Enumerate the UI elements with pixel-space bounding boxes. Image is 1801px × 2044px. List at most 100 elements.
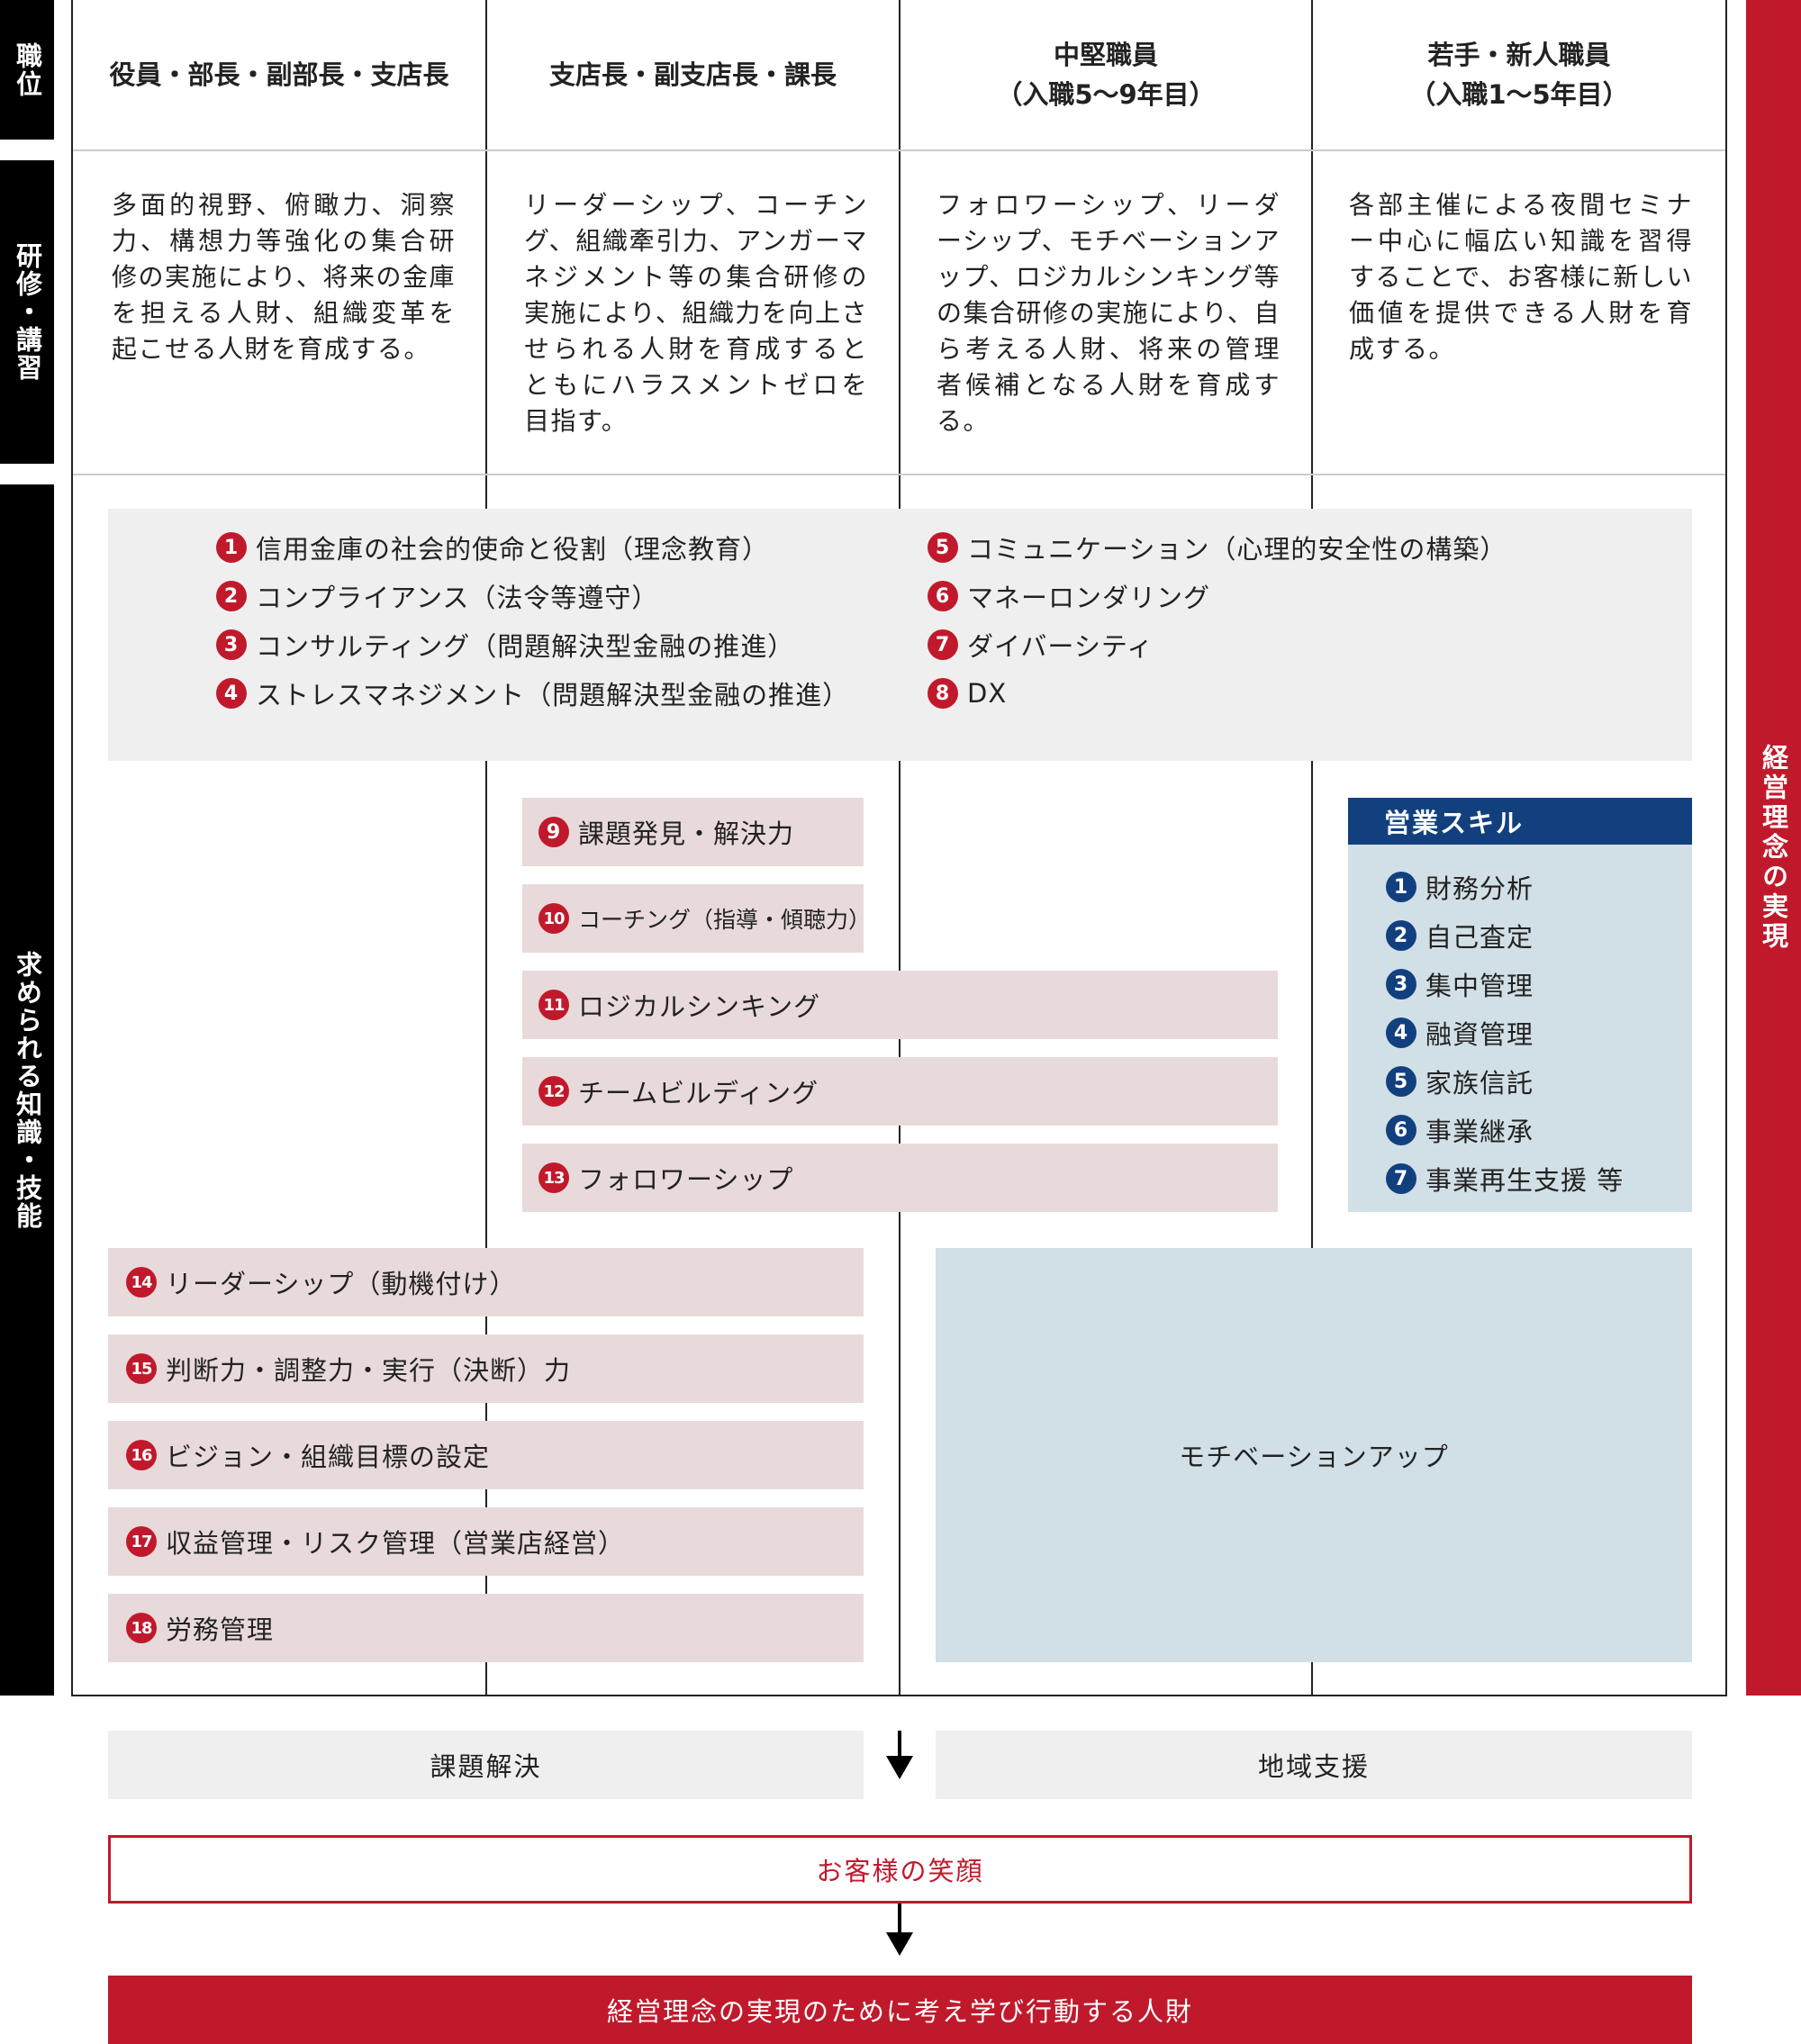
motivation-label: モチベーションアップ: [1179, 1442, 1449, 1472]
list-item: 4 融資管理: [1386, 1008, 1692, 1057]
skill-label: コーチング（指導・傾聴力）: [578, 907, 872, 933]
skill-bar: 18 労務管理: [108, 1594, 864, 1662]
number-badge: 5: [1386, 1066, 1416, 1097]
number-badge: 15: [126, 1353, 157, 1384]
column-divider: [1311, 0, 1313, 1696]
skill-label: チームビルディング: [578, 1078, 819, 1108]
list-item: 1 財務分析: [1386, 863, 1692, 911]
skill-label: 労務管理: [166, 1614, 275, 1645]
number-badge: 1: [216, 532, 247, 563]
skill-label: ダイバーシティ: [967, 631, 1154, 662]
number-badge: 9: [538, 817, 569, 847]
column-divider: [899, 0, 900, 1696]
skill-label: 事業継承: [1425, 1117, 1534, 1147]
training-description: 各部主催による夜間セミナー中心に幅広い知識を習得することで、お客様に新しい価値を…: [1349, 190, 1693, 364]
number-badge: 13: [538, 1162, 569, 1193]
training-description: フォロワーシップ、リーダーシップ、モチベーションアップ、ロジカルシンキング等の集…: [937, 190, 1281, 436]
training-description: リーダーシップ、コーチング、組織牽引力、アンガーマネジメント等の集合研修の実施に…: [524, 190, 868, 436]
skill-bar: 9 課題発見・解決力: [522, 798, 864, 866]
skill-bar: 14 リーダーシップ（動機付け）: [108, 1248, 864, 1316]
regional-support-box: 地域支援: [936, 1731, 1692, 1799]
main-frame: [71, 0, 1727, 1696]
skill-label: 信用金庫の社会的使命と役割（理念教育）: [256, 534, 770, 565]
number-badge: 2: [216, 581, 247, 611]
down-arrow-icon: [898, 1904, 901, 1934]
number-badge: 3: [216, 629, 247, 660]
column-divider: [485, 0, 487, 1696]
skill-label: 収益管理・リスク管理（営業店経営）: [166, 1528, 626, 1559]
skill-label: 課題発見・解決力: [578, 819, 795, 849]
number-badge: 3: [1386, 969, 1416, 999]
skill-label: コミュニケーション（心理的安全性の構築）: [967, 534, 1507, 565]
motivation-box: モチベーションアップ: [936, 1248, 1692, 1662]
number-badge: 7: [928, 629, 958, 660]
column-header: 中堅職員 （入職5〜9年目）: [996, 40, 1216, 110]
skill-label: 集中管理: [1425, 971, 1534, 1001]
side-label-training: 研修・講習: [0, 160, 54, 464]
number-badge: 18: [126, 1613, 157, 1643]
row-divider: [73, 149, 1725, 151]
column-header: 支店長・副支店長・課長: [548, 59, 837, 90]
number-badge: 11: [538, 990, 569, 1020]
skill-label: 自己査定: [1425, 922, 1534, 953]
column-header: 若手・新人職員 （入職1〜5年目）: [1409, 40, 1629, 110]
skill-bar: 12 チームビルディング: [522, 1057, 1278, 1126]
down-arrow-icon: [886, 1932, 913, 1956]
number-badge: 17: [126, 1526, 157, 1557]
list-item: 1 信用金庫の社会的使命と役割（理念教育）: [216, 523, 849, 572]
list-item: 4 ストレスマネジメント（問題解決型金融の推進）: [216, 669, 849, 718]
down-arrow-icon: [886, 1756, 913, 1779]
skill-bar: 17 収益管理・リスク管理（営業店経営）: [108, 1507, 864, 1576]
skill-bar: 11 ロジカルシンキング: [522, 971, 1278, 1039]
number-badge: 14: [126, 1267, 157, 1298]
skill-label: コンサルティング（問題解決型金融の推進）: [256, 631, 795, 662]
skill-bar: 16 ビジョン・組織目標の設定: [108, 1421, 864, 1489]
side-label-position: 職位: [0, 0, 54, 140]
number-badge: 5: [928, 532, 958, 563]
list-item: 7 ダイバーシティ: [928, 620, 1507, 669]
skill-label: ストレスマネジメント（問題解決型金融の推進）: [256, 680, 850, 710]
training-description: 多面的視野、俯瞰力、洞察力、構想力等強化の集合研修の実施により、将来の金庫を担え…: [112, 190, 456, 364]
list-item: 6 事業継承: [1386, 1106, 1692, 1154]
skill-label: コンプライアンス（法令等遵守）: [256, 583, 659, 613]
skill-bar: 10 コーチング（指導・傾聴力）: [522, 884, 872, 953]
skill-label: 財務分析: [1425, 873, 1534, 904]
column-header: 役員・部長・副部長・支店長: [109, 59, 449, 90]
number-badge: 16: [126, 1440, 157, 1470]
list-item: 8 DX: [928, 669, 1507, 718]
side-label-knowledge: 求められる知識・技能: [0, 484, 54, 1696]
number-badge: 10: [538, 903, 569, 934]
side-label-philosophy: 経営理念の実現: [1746, 0, 1801, 1696]
list-item: 3 コンサルティング（問題解決型金融の推進）: [216, 620, 849, 669]
sales-skills-header: 営業スキル: [1348, 798, 1692, 845]
list-item: 5 家族信託: [1386, 1057, 1692, 1106]
number-badge: 1: [1386, 872, 1416, 902]
list-item: 3 集中管理: [1386, 960, 1692, 1008]
skill-label: ロジカルシンキング: [578, 991, 821, 1022]
customer-smile-box: お客様の笑顔: [108, 1835, 1692, 1904]
number-badge: 12: [538, 1076, 569, 1107]
row-divider: [73, 474, 1725, 475]
number-badge: 7: [1386, 1163, 1416, 1194]
skill-label: ビジョン・組織目標の設定: [166, 1442, 491, 1472]
number-badge: 4: [1386, 1017, 1416, 1048]
number-badge: 8: [928, 678, 958, 709]
skill-label: 融資管理: [1425, 1019, 1534, 1050]
down-arrow-icon: [898, 1731, 901, 1758]
number-badge: 6: [928, 581, 958, 611]
list-item: 2 コンプライアンス（法令等遵守）: [216, 572, 849, 620]
skill-label: リーダーシップ（動機付け）: [166, 1269, 517, 1299]
skill-label: 家族信託: [1425, 1068, 1534, 1099]
number-badge: 6: [1386, 1115, 1416, 1145]
skill-label: DX: [967, 678, 1008, 709]
number-badge: 4: [216, 678, 247, 709]
